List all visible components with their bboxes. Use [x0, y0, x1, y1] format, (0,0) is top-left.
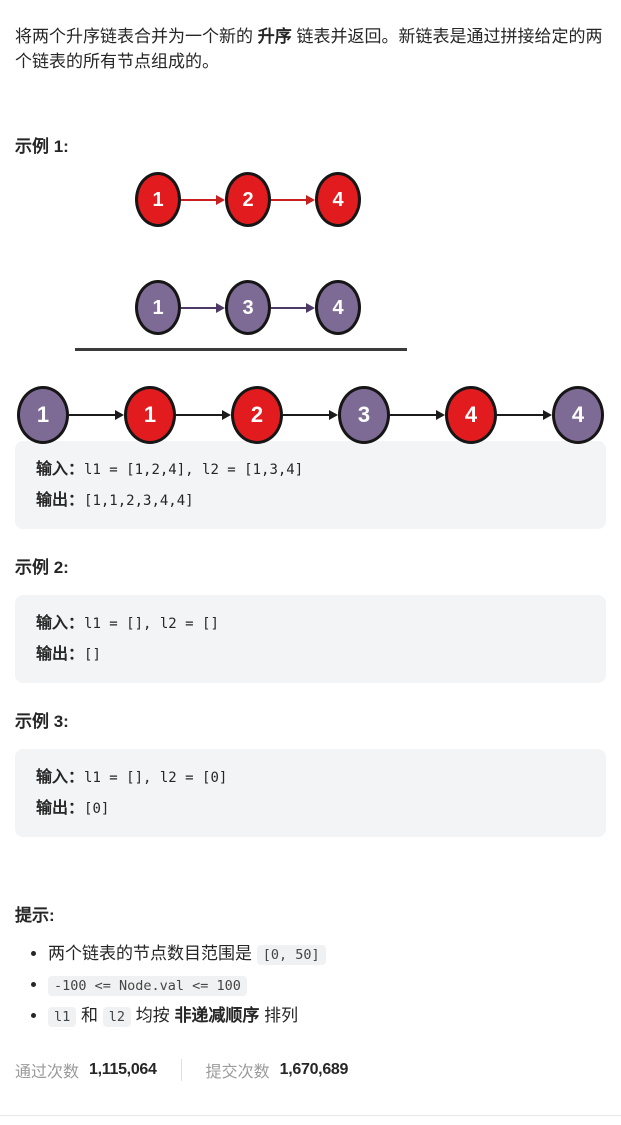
arrow-shaft — [497, 414, 543, 416]
hint-text: 均按 — [130, 1006, 175, 1025]
link-arrow-icon — [390, 410, 445, 420]
problem-description-panel: 将两个升序链表合并为一个新的 升序 链表并返回。新链表是通过拼接给定的两个链表的… — [0, 24, 621, 1116]
example-input-line: 输入：l1 = [1,2,4], l2 = [1,3,4] — [36, 454, 590, 485]
example-input-line: 输入：l1 = [], l2 = [] — [36, 608, 590, 639]
hints-heading: 提示: — [15, 906, 55, 925]
input-value: l1 = [], l2 = [] — [84, 616, 219, 632]
link-arrow-icon — [497, 410, 552, 420]
link-arrow-icon — [176, 410, 231, 420]
input-label: 输入： — [36, 769, 85, 786]
submissions-count: 1,670,689 — [279, 1061, 349, 1078]
output-value: [0] — [84, 801, 110, 817]
list-node: 3 — [225, 280, 271, 335]
list-node: 4 — [445, 386, 497, 444]
list-node: 1 — [17, 386, 69, 444]
inline-code: l2 — [102, 1007, 131, 1027]
example-input-line: 输入：l1 = [], l2 = [0] — [36, 762, 590, 793]
list-node: 3 — [338, 386, 390, 444]
arrow-head — [115, 410, 124, 420]
output-label: 输出： — [36, 800, 85, 817]
arrow-shaft — [69, 414, 115, 416]
submissions-label: 提交次数 — [205, 1064, 270, 1081]
arrow-shaft — [176, 414, 222, 416]
list-node: 1 — [124, 386, 176, 444]
arrow-head — [216, 302, 225, 313]
arrow-head — [306, 302, 315, 313]
inline-code: -100 <= Node.val <= 100 — [48, 976, 247, 996]
inline-code: l1 — [48, 1007, 77, 1027]
hint-text: 排列 — [259, 1006, 299, 1025]
input-label: 输入： — [36, 615, 85, 632]
link-arrow-icon — [181, 302, 225, 313]
hint-item: 两个链表的节点数目范围是 [0, 50] — [48, 939, 606, 970]
hint-item: l1 和 l2 均按 非递减顺序 排列 — [48, 1001, 606, 1032]
statement-text: 将两个升序链表合并为一个新的 — [15, 27, 258, 46]
link-arrow-icon — [283, 410, 338, 420]
hint-item: -100 <= Node.val <= 100 — [48, 970, 606, 1001]
output-label: 输出： — [36, 492, 85, 509]
hint-text: 两个链表的节点数目范围是 — [48, 944, 257, 963]
link-arrow-icon — [271, 302, 315, 313]
link-arrow-icon — [69, 410, 124, 420]
arrow-shaft — [283, 414, 329, 416]
example-3-io-block: 输入：l1 = [], l2 = [0] 输出：[0] — [15, 749, 606, 837]
input-value: l1 = [1,2,4], l2 = [1,3,4] — [84, 462, 304, 478]
output-value: [] — [84, 647, 101, 663]
example-1-io-block: 输入：l1 = [1,2,4], l2 = [1,3,4] 输出：[1,1,2,… — [15, 441, 606, 529]
input-label: 输入： — [36, 461, 85, 478]
list-node: 4 — [552, 386, 604, 444]
arrow-shaft — [390, 414, 436, 416]
list-node: 1 — [135, 172, 181, 227]
arrow-head — [306, 194, 315, 205]
arrow-shaft — [181, 306, 216, 309]
list-node: 4 — [315, 172, 361, 227]
arrow-head — [543, 410, 552, 420]
accepted-label: 通过次数 — [15, 1064, 80, 1081]
hints-list: 两个链表的节点数目范围是 [0, 50] -100 <= Node.val <= … — [15, 939, 606, 1032]
example-3-heading: 示例 3: — [15, 712, 69, 731]
link-arrow-icon — [271, 194, 315, 205]
statement-text: 链表并返回。新链表是通过拼接给定的两个链表的所有节点组成的。 — [15, 27, 603, 71]
list-node: 2 — [231, 386, 283, 444]
list-node: 2 — [225, 172, 271, 227]
list-node: 4 — [315, 280, 361, 335]
output-value: [1,1,2,3,4,4] — [84, 493, 194, 509]
output-label: 输出： — [36, 646, 85, 663]
list-node: 1 — [135, 280, 181, 335]
example-2-io-block: 输入：l1 = [], l2 = [] 输出：[] — [15, 595, 606, 683]
arrow-shaft — [181, 198, 216, 201]
example-output-line: 输出：[0] — [36, 793, 590, 824]
arrow-head — [436, 410, 445, 420]
statement-bold-text: 升序 — [257, 27, 292, 46]
input-value: l1 = [], l2 = [0] — [84, 770, 228, 786]
example-output-line: 输出：[] — [36, 639, 590, 670]
arrow-head — [216, 194, 225, 205]
hint-bold-text: 非递减顺序 — [174, 1006, 260, 1025]
link-arrow-icon — [181, 194, 225, 205]
arrow-shaft — [271, 306, 306, 309]
example-1-heading: 示例 1: — [15, 137, 69, 156]
bottom-divider — [0, 1115, 621, 1116]
example-2-heading: 示例 2: — [15, 558, 69, 577]
accepted-count: 1,115,064 — [89, 1061, 157, 1078]
stats-footer: 通过次数 1,115,064 提交次数 1,670,689 — [15, 1058, 606, 1082]
inline-code: [0, 50] — [256, 945, 326, 965]
hint-text: 和 — [76, 1006, 103, 1025]
arrow-shaft — [271, 198, 306, 201]
example-output-line: 输出：[1,1,2,3,4,4] — [36, 485, 590, 516]
stats-divider — [180, 1059, 182, 1081]
problem-statement: 将两个升序链表合并为一个新的 升序 链表并返回。新链表是通过拼接给定的两个链表的… — [15, 24, 606, 74]
arrow-head — [222, 410, 231, 420]
diagram-divider-line — [75, 348, 407, 351]
arrow-head — [329, 410, 338, 420]
